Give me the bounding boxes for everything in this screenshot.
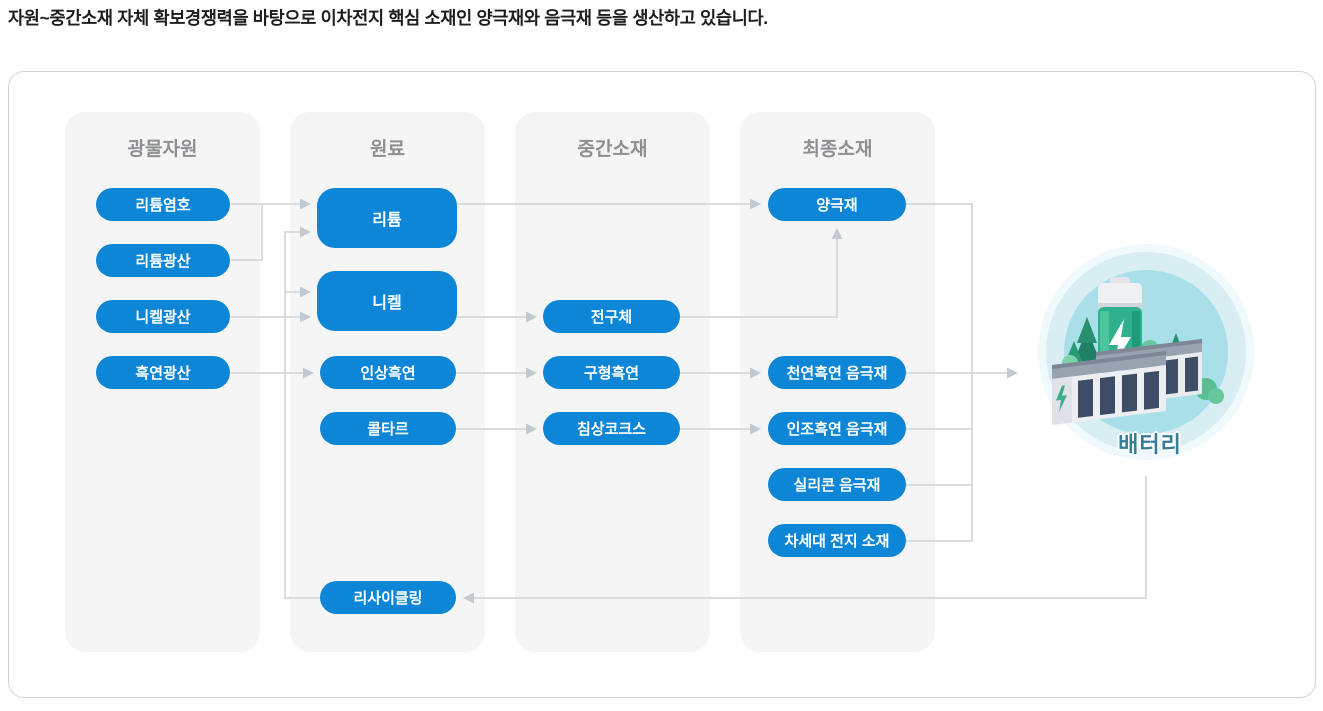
node-lithium-salt-lake: 리튬염호 — [96, 188, 230, 221]
rack-icon — [1052, 351, 1166, 425]
node-lithium-mine: 리튬광산 — [96, 244, 230, 277]
column-header-intermediate: 중간소재 — [577, 139, 648, 160]
node-next-gen-material: 차세대 전지 소재 — [768, 524, 906, 557]
node-nickel-mine: 니켈광산 — [96, 300, 230, 333]
node-natural-graphite-anode: 천연흑연 음극재 — [768, 356, 906, 389]
node-nickel: 니켈 — [317, 271, 457, 331]
node-precursor: 전구체 — [543, 300, 680, 333]
node-lithium: 리튬 — [317, 188, 457, 248]
node-recycling: 리사이클링 — [320, 581, 456, 614]
battery-label: 배터리 — [1118, 432, 1182, 457]
lightning-icon — [1109, 319, 1131, 365]
node-flake-graphite: 인상흑연 — [320, 356, 456, 389]
battery-icon — [1038, 244, 1254, 460]
battery-illustration — [1030, 237, 1262, 467]
column-header-raw: 원료 — [370, 139, 405, 160]
node-cathode-material: 양극재 — [768, 188, 906, 221]
node-coal-tar: 콜타르 — [320, 412, 456, 445]
node-silicon-anode: 실리콘 음극재 — [768, 468, 906, 501]
column-header-final: 최종소재 — [802, 139, 873, 160]
node-needle-coke: 침상코크스 — [543, 412, 680, 445]
node-graphite-mine: 흑연광산 — [96, 356, 230, 389]
intro-text: 자원~중간소재 자체 확보경쟁력을 바탕으로 이차전지 핵심 소재인 양극재와 … — [8, 8, 768, 28]
column-header-mineral: 광물자원 — [127, 139, 198, 160]
lightning-icon — [1056, 385, 1067, 413]
node-artificial-graphite-anode: 인조흑연 음극재 — [768, 412, 906, 445]
node-spherical-graphite: 구형흑연 — [543, 356, 680, 389]
